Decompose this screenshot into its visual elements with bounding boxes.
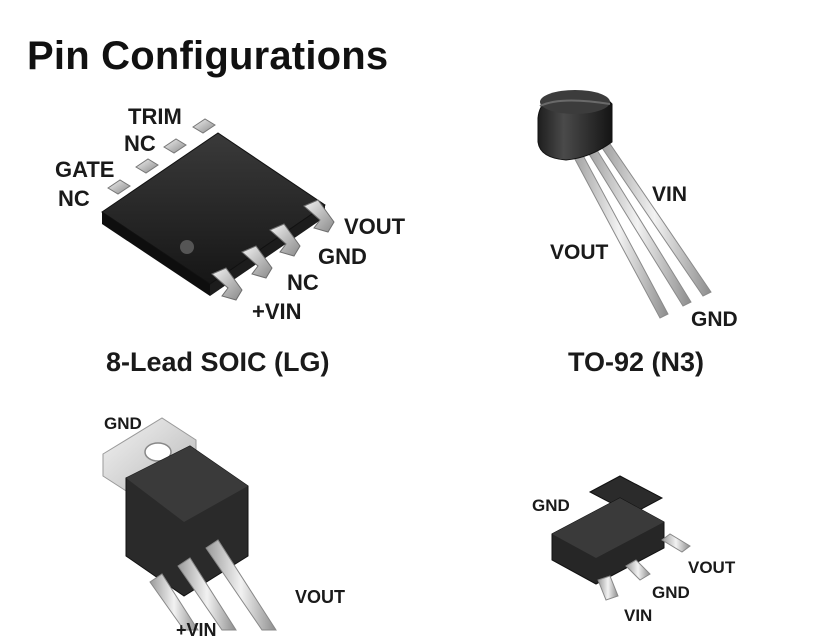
soic-body — [101, 132, 326, 285]
soic-pin-nc-left-label: NC — [58, 186, 90, 211]
sot89-lead-right — [661, 533, 691, 553]
soic-bottom-leads — [211, 199, 335, 301]
sot89-lead-left — [597, 575, 619, 601]
sot89-pin-vin-label: VIN — [624, 606, 653, 625]
to92-pin-gnd-label: GND — [691, 308, 738, 331]
to220-pin-gnd-label: GND — [104, 414, 142, 433]
soic-pin1-dot — [180, 240, 194, 254]
soic-pin-gnd-label: GND — [318, 244, 367, 269]
to92-lead-mid — [583, 141, 692, 307]
to220-mounting-hole — [144, 442, 172, 462]
soic-top-leads — [107, 118, 216, 195]
soic-pin-vout-label: VOUT — [344, 214, 406, 239]
soic-pin-trim-label: TRIM — [128, 104, 182, 129]
to220-pin-vin-label: +VIN — [176, 620, 217, 640]
to92-pin-vout-label: VOUT — [550, 241, 609, 264]
soic-pin-nc-bottom-label: NC — [287, 270, 319, 295]
soic-pin-gate-label: GATE — [55, 157, 115, 182]
to220-package-illustration — [102, 417, 277, 631]
sot89-pin-vout-label: VOUT — [688, 558, 736, 577]
sot89-pin-gnd-tab-label: GND — [532, 496, 570, 515]
soic-body-side — [102, 212, 210, 296]
soic-package-caption: 8-Lead SOIC (LG) — [106, 347, 330, 377]
soic-pin-vin-label: +VIN — [252, 299, 302, 324]
to220-pin-vout-label: VOUT — [295, 587, 346, 607]
sot89-package-illustration — [551, 475, 691, 601]
sot89-lead-mid — [625, 559, 651, 581]
to92-package-illustration — [537, 90, 712, 319]
sot89-pin-gnd-label: GND — [652, 583, 690, 602]
to92-pin-vin-label: VIN — [652, 183, 688, 206]
to92-package-caption: TO-92 (N3) — [568, 347, 705, 377]
soic-pin-nc-top-label: NC — [124, 131, 156, 156]
page-title: Pin Configurations — [27, 34, 389, 78]
